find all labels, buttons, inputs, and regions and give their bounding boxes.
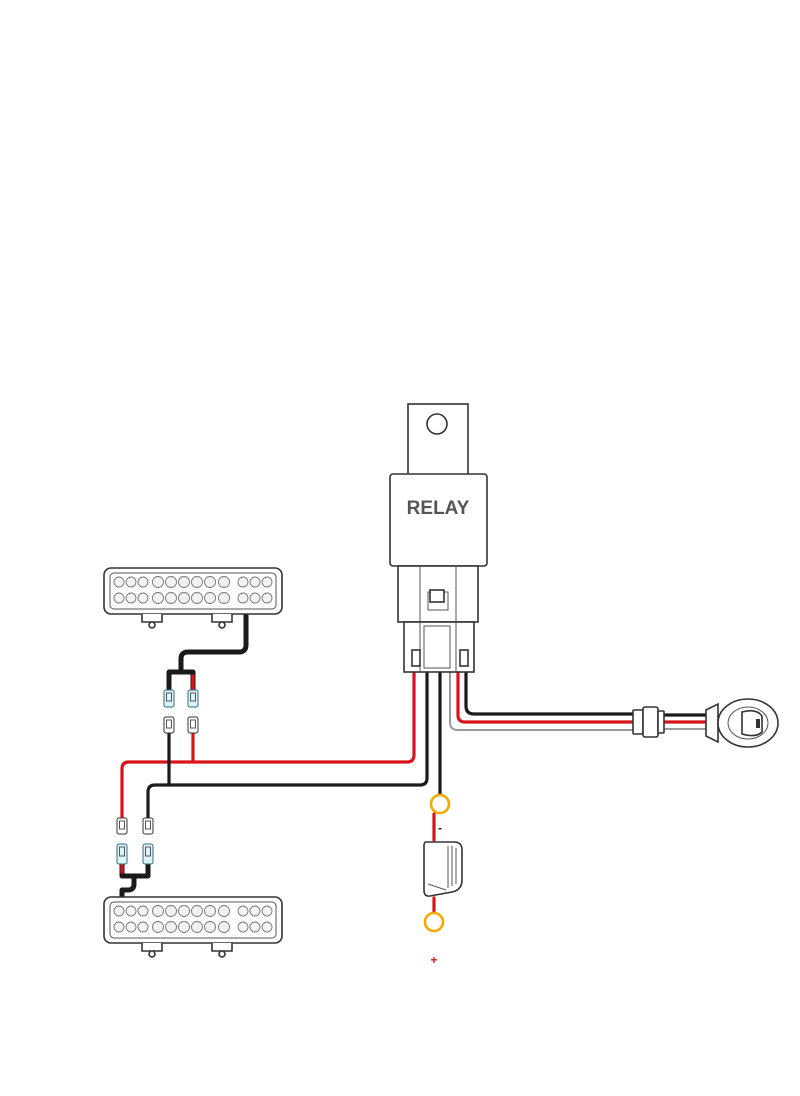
light-bar-top-bracket-right: [211, 614, 233, 623]
bottom-light-connectors: [116, 817, 154, 865]
light-bar-top-bracket-left: [141, 614, 163, 623]
inline-fuse-holder: [423, 841, 463, 897]
rocker-switch-paddle: [741, 709, 763, 737]
light-bar-top-lenses: [113, 576, 273, 604]
negative-ring-terminal: [429, 793, 451, 815]
positive-terminal-label: +: [430, 953, 437, 967]
light-bar-top: [103, 567, 283, 629]
switch-wire-gray: [449, 672, 640, 731]
top-light-connectors: [163, 689, 199, 734]
light-bar-bottom-body: [103, 896, 283, 944]
switch-wire-black: [464, 670, 642, 716]
bottom-light-pigtail: [119, 861, 151, 903]
relay-label: RELAY: [407, 498, 470, 519]
top-light-pigtail: [166, 609, 249, 693]
bottom-connector-red-male: [116, 817, 128, 835]
negative-terminal-label: -: [438, 821, 442, 835]
relay: RELAY: [389, 403, 488, 673]
relay-mount-hole: [426, 413, 448, 435]
light-bar-bottom-bracket-right: [211, 943, 233, 952]
light-bar-bottom-lenses: [113, 905, 273, 933]
positive-ring-terminal: [423, 911, 445, 933]
rocker-switch: [705, 698, 779, 748]
light-bar-bottom-bracket-left: [141, 943, 163, 952]
light-bar-top-body: [103, 567, 283, 615]
bottom-connector-black-male: [142, 817, 154, 835]
top-connector-red-male: [187, 716, 199, 734]
red-wire-main: [120, 670, 416, 825]
switch-harness-connector: [632, 706, 665, 738]
relay-body: [389, 473, 488, 567]
rocker-switch-indicator-icon: [756, 719, 760, 728]
light-bar-bottom: [103, 896, 283, 958]
top-connector-black-male: [163, 716, 175, 734]
switch-wire-red: [456, 670, 642, 724]
black-wire-main: [146, 670, 429, 825]
